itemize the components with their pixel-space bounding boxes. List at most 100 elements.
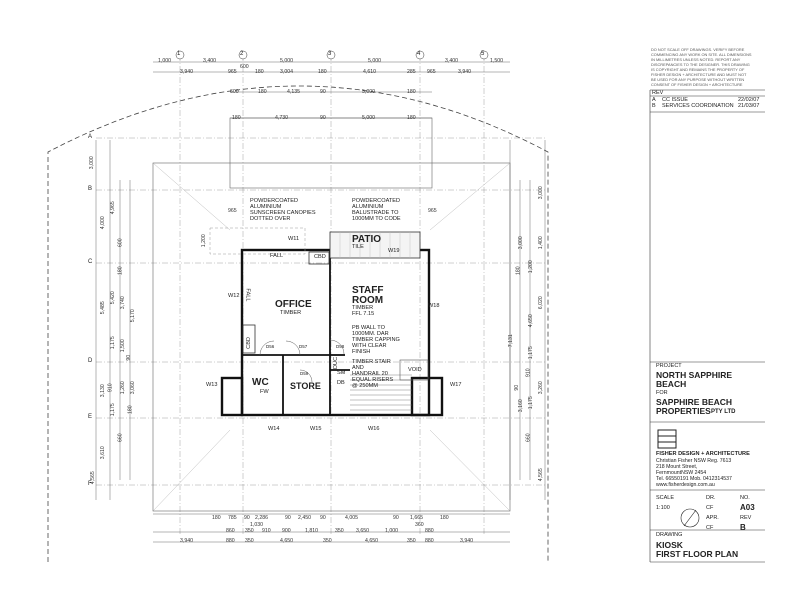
- note-pb-wall-line: WITH CLEAR: [352, 343, 387, 349]
- cbd-cupboard-2: [242, 324, 256, 354]
- grid-row-lines: [96, 137, 545, 486]
- window-tag: W12: [228, 293, 240, 299]
- door-tag: D57: [299, 344, 308, 349]
- drawing-title-line1: KIOSK: [656, 540, 683, 550]
- grid-row-e: E: [88, 414, 93, 420]
- window-tag: W19: [388, 248, 400, 254]
- dim-right: 3,000: [517, 236, 524, 250]
- dim-bot1: 785: [228, 515, 237, 521]
- dim-bot2: 900: [282, 528, 291, 534]
- door-swings: [259, 339, 345, 383]
- dim-bot1: 90: [393, 515, 399, 521]
- interior-walls: [242, 249, 350, 415]
- title-block-frame: [649, 89, 765, 563]
- dim-bot1: 180: [212, 515, 221, 521]
- disclaimer-line: DO NOT SCALE OFF DRAWINGS. VERIFY BEFORE: [651, 47, 745, 52]
- dim-bot3: 3,940: [180, 538, 193, 544]
- dim-bot2: 880: [425, 528, 434, 534]
- project-name-line2: BEACH: [656, 379, 687, 389]
- dim-bot1: 1,665: [410, 515, 423, 521]
- revision-b-date: 21/03/07: [738, 103, 760, 109]
- dim-bot2: 910: [262, 528, 271, 534]
- disclaimer-line: COMMENCING ANY WORK ON SITE. ALL DIMENSI…: [651, 52, 752, 57]
- drawn-value: CF: [706, 505, 714, 511]
- drawing-no-label: NO.: [740, 495, 750, 501]
- room-staff-line2: ROOM: [352, 295, 384, 306]
- dim-right: 6,020: [537, 296, 544, 310]
- dim-bot3: 4,650: [365, 538, 378, 544]
- room-office-finish: TIMBER: [280, 310, 302, 316]
- dim-left: 180: [127, 405, 134, 415]
- note-stair-line: @ 250MM: [352, 383, 378, 389]
- dim-right: 910: [525, 368, 532, 378]
- side-dimension-lines: [95, 140, 546, 500]
- dim-bot1b: 360: [415, 522, 424, 528]
- dim-top2: 180: [318, 69, 327, 75]
- left-deck: [209, 227, 306, 255]
- patio-area: [329, 231, 421, 259]
- drawing-title-line2: FIRST FLOOR PLAN: [656, 549, 739, 559]
- door-tag: D58: [336, 344, 345, 349]
- dim-left: 5,420: [109, 291, 116, 305]
- revision-header: REV: [652, 90, 664, 96]
- room-staff-ffl: FFL 7.15: [352, 311, 375, 317]
- room-store: STORE: [290, 381, 321, 391]
- dim-bot2: 1,000: [385, 528, 398, 534]
- dim-top1: 3,400: [203, 58, 216, 64]
- dim-bot1: 4,005: [345, 515, 358, 521]
- cbd-cupboard: [308, 251, 330, 265]
- dim-top1: 5,000: [368, 58, 381, 64]
- revision-a-code: A: [652, 97, 656, 103]
- dim-top3: 180: [407, 89, 416, 95]
- dim-right: 90: [514, 384, 521, 391]
- drawn-label: DR.: [706, 495, 716, 501]
- dim-top3: 180: [258, 89, 267, 95]
- room-db: DB: [337, 380, 345, 386]
- dim-top2: 965: [228, 69, 237, 75]
- top-dimension-lines: [153, 61, 510, 543]
- note-pb-wall-line: PB WALL TO: [352, 325, 385, 331]
- dim-left: 90: [126, 354, 133, 361]
- room-cbd: CBD: [314, 254, 326, 260]
- note-stair-line: TIMBER STAIR: [352, 359, 391, 365]
- dim-top2: 3,940: [180, 69, 193, 75]
- room-cbd-2: CBD: [245, 337, 252, 349]
- dim-top1: 1,000: [158, 58, 171, 64]
- firm-detail: www.fisherdesign.com.au: [656, 482, 715, 488]
- dim-top2: 3,940: [458, 69, 471, 75]
- dim-top4: 180: [407, 115, 416, 121]
- dim-right: 4,650: [527, 314, 534, 328]
- dim-top2: 965: [427, 69, 436, 75]
- dim-top3a: 600: [240, 64, 249, 70]
- note-pb-wall-line: TIMBER CAPPING: [352, 337, 400, 343]
- dim-bot1: 90: [285, 515, 291, 521]
- grid-col-2: 2: [240, 51, 244, 57]
- dim-bot3: 350: [245, 538, 254, 544]
- note-stair-line: EQUAL RISERS: [352, 377, 394, 383]
- dim-bot2: 1,810: [305, 528, 318, 534]
- dim-left: 180: [117, 266, 124, 276]
- room-office: OFFICE: [275, 299, 312, 310]
- note-stair-line: AND: [352, 365, 364, 371]
- dim-left: 1,175: [109, 336, 116, 350]
- grid-col-3: 3: [328, 51, 332, 57]
- project-name-line1: NORTH SAPPHIRE: [656, 370, 733, 380]
- note-canopy-line: ALUMINIUM: [250, 204, 282, 210]
- dim-bot3: 880: [226, 538, 235, 544]
- dim-top1: 3,400: [445, 58, 458, 64]
- client-line1: SAPPHIRE BEACH: [656, 397, 733, 407]
- project-label: PROJECT: [656, 363, 682, 369]
- for-label: FOR: [656, 390, 668, 396]
- note-canopy-line: POWDERCOATED: [250, 198, 299, 204]
- note-balustrade-line: BALUSTRADE TO: [352, 210, 399, 216]
- dim-right: 180: [515, 266, 522, 276]
- dim-left: 3,060: [129, 381, 136, 395]
- dim-left: 1,500: [119, 339, 126, 353]
- dim-right: 3,000: [537, 186, 544, 200]
- room-staff-line1: STAFF: [352, 285, 384, 296]
- dim-left: 3,740: [119, 296, 126, 310]
- dim-top4: 5,000: [362, 115, 375, 121]
- note-canopy-line: SUNSCREEN CANOPIES: [250, 210, 316, 216]
- dim-right: 3,260: [537, 381, 544, 395]
- note-balustrade-line: 1000MM TO CODE: [352, 216, 401, 222]
